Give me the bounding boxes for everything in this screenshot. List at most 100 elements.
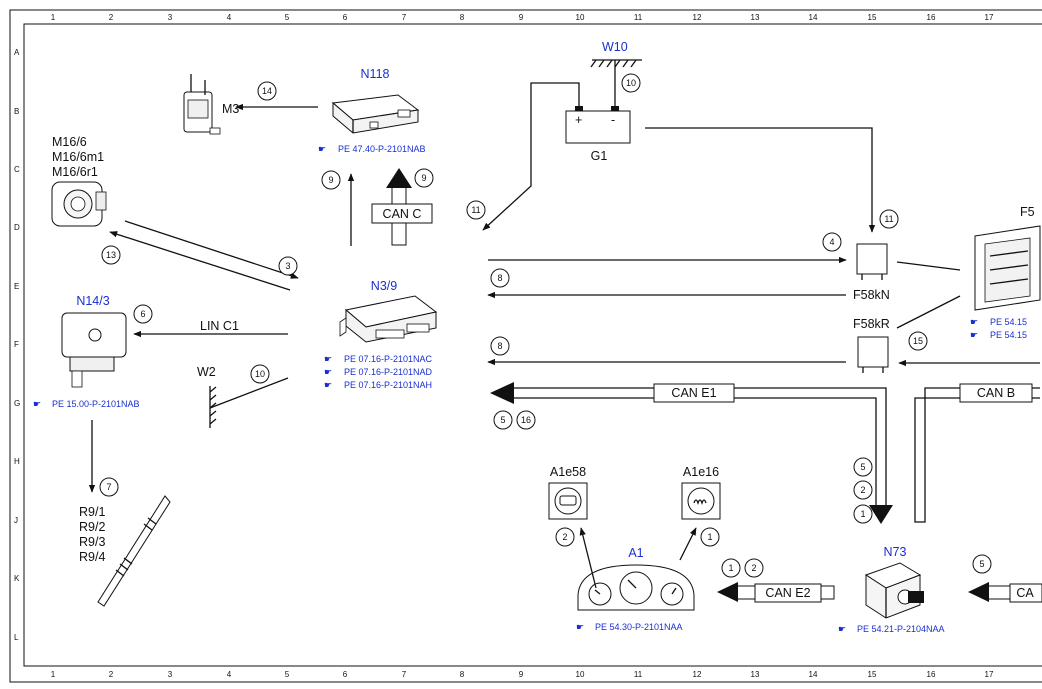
n14-3-module: N14/3 ☛ PE 15.00-P-2101NAB <box>33 294 140 409</box>
grid-row-label: K <box>14 574 20 583</box>
n118-ref: ☛ <box>318 144 326 154</box>
n73-label: N73 <box>884 545 907 559</box>
grid-col-label: 17 <box>985 13 994 22</box>
callout-2b: 2 <box>555 527 575 547</box>
m3-label: M3 <box>222 102 239 116</box>
callout-7-text: 7 <box>106 482 111 492</box>
callout-3: 3 <box>278 256 298 276</box>
n73-ref-icon: ☛ <box>838 624 846 634</box>
grid-col-label: 12 <box>693 670 702 679</box>
callout-2b-text: 2 <box>562 532 567 542</box>
n14-3-label: N14/3 <box>76 294 109 308</box>
callout-13-text: 13 <box>106 250 116 260</box>
n3-9-ref-2: PE 07.16-P-2101NAD <box>344 367 433 377</box>
m16-label-1: M16/6 <box>52 135 87 149</box>
n3-9-ref-icon: ☛ <box>324 367 332 377</box>
n3-9-label: N3/9 <box>371 279 397 293</box>
grid-col-label: 17 <box>985 670 994 679</box>
callout-5a-text: 5 <box>500 415 505 425</box>
m16-label-2: M16/6m1 <box>52 150 104 164</box>
callouts: 14 9 9 10 11 11 13 3 6 10 7 4 8 8 15 5 1… <box>99 73 992 578</box>
a1e16-indicator: A1e16 <box>681 465 721 520</box>
f5-ref-icon: ☛ <box>970 317 978 327</box>
can-c-label: CAN C <box>383 207 422 221</box>
a1-label: A1 <box>628 546 643 560</box>
grid-row-label: L <box>14 633 19 642</box>
callout-5b: 5 <box>853 457 873 477</box>
callout-4: 4 <box>822 232 842 252</box>
callout-8b-text: 8 <box>497 341 502 351</box>
grid-col-label: 3 <box>168 670 173 679</box>
callout-1c-text: 1 <box>728 563 733 573</box>
grid-col-label: 11 <box>634 13 643 22</box>
grid-col-label: 4 <box>227 13 232 22</box>
can-e2-bus: CAN E2 <box>717 582 835 603</box>
callout-6: 6 <box>133 304 153 324</box>
grid-col-label: 1 <box>51 670 56 679</box>
can-b-label: CAN B <box>977 386 1015 400</box>
f5-fuse-box: F5 ☛ PE 54.15 ☛ PE 54.15 <box>970 205 1041 340</box>
n3-9-ref-icon: ☛ <box>324 354 332 364</box>
callout-5c: 5 <box>972 554 992 574</box>
grid-row-label: A <box>14 48 20 57</box>
grid-col-label: 1 <box>51 13 56 22</box>
a1e16-label: A1e16 <box>683 465 719 479</box>
grid-col-label: 9 <box>519 670 524 679</box>
grid-row-label: J <box>14 516 18 525</box>
grid-col-label: 7 <box>402 13 407 22</box>
callout-8b: 8 <box>490 336 510 356</box>
grid-rows: A B C D E F G H J K L <box>14 48 20 642</box>
a1-to-a1e58-line <box>579 527 597 589</box>
w10-ground: W10 <box>590 40 642 106</box>
callout-9a: 9 <box>321 170 341 190</box>
r9-label-3: R9/3 <box>79 535 105 549</box>
grid-row-label: D <box>14 223 20 232</box>
callout-10b-text: 10 <box>255 369 265 379</box>
callout-9b-text: 9 <box>421 173 426 183</box>
callout-4-text: 4 <box>829 237 834 247</box>
grid-col-label: 11 <box>634 670 643 679</box>
callout-13: 13 <box>101 245 121 265</box>
callout-5b-text: 5 <box>860 462 865 472</box>
grid-col-label: 2 <box>109 13 114 22</box>
grid-col-label: 6 <box>343 13 348 22</box>
g1-plus: + <box>575 113 582 127</box>
a1e58-indicator: A1e58 <box>548 465 588 520</box>
g1-minus: - <box>611 113 615 127</box>
callout-10a-text: 10 <box>626 78 636 88</box>
can-b-bus: CAN B <box>914 383 1040 523</box>
f58kr-relay: F58kR <box>853 317 890 373</box>
grid-columns-top: 1 2 3 4 5 6 7 8 9 10 11 12 13 14 15 16 1… <box>51 13 994 22</box>
callout-8a: 8 <box>490 268 510 288</box>
f5-ref-2: PE 54.15 <box>990 330 1027 340</box>
grid-col-label: 15 <box>868 670 877 679</box>
f58kn-relay: F58kN <box>853 243 890 302</box>
grid-row-label: G <box>14 399 20 408</box>
callout-5c-text: 5 <box>979 559 984 569</box>
f58kr-label: F58kR <box>853 317 890 331</box>
grid-row-label: H <box>14 457 20 466</box>
a1-instrument-cluster: A1 ☛ PE 54.30-P-2101NAA <box>576 546 695 632</box>
grid-row-label: C <box>14 165 20 174</box>
f5-ref-icon: ☛ <box>970 330 978 340</box>
grid-col-label: 5 <box>285 670 290 679</box>
n73-ref: PE 54.21-P-2104NAA <box>857 624 945 634</box>
callout-16-text: 16 <box>521 415 531 425</box>
grid-col-label: 2 <box>109 670 114 679</box>
callout-14: 14 <box>257 81 277 101</box>
n118-label: N118 <box>361 67 390 81</box>
grid-col-label: 8 <box>460 670 465 679</box>
a1-ref: PE 54.30-P-2101NAA <box>595 622 683 632</box>
n14-3-ref-text: PE 15.00-P-2101NAB <box>52 399 140 409</box>
callout-1b-text: 1 <box>707 532 712 542</box>
grid-row-label: E <box>14 282 19 291</box>
n3-9-module: N3/9 ☛ PE 07.16-P-2101NAC ☛ PE 07.16-P-2… <box>324 279 438 390</box>
f5-ref-1: PE 54.15 <box>990 317 1027 327</box>
grid-row-label: F <box>14 340 19 349</box>
callout-11a-text: 11 <box>471 205 480 215</box>
m3-component: M3 <box>183 74 239 135</box>
callout-9b: 9 <box>414 168 434 188</box>
n3-9-ref-3: PE 07.16-P-2101NAH <box>344 380 432 390</box>
n3-9-ref-1: PE 07.16-P-2101NAC <box>344 354 433 364</box>
callout-5a: 5 <box>493 410 513 430</box>
